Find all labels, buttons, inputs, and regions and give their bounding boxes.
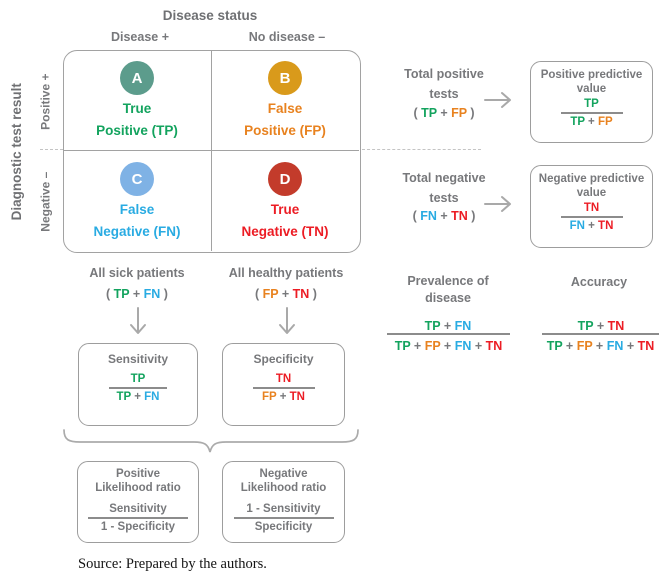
prevalence-label: Prevalence of disease	[407, 274, 489, 305]
cell-d-line1: True	[270, 202, 300, 217]
diagnostic-test-result-axis-title: Diagnostic test result	[9, 83, 25, 221]
matrix-cell-true-positive: A True Positive (TP)	[63, 61, 211, 137]
cell-b-line2: Positive (FP)	[244, 122, 326, 138]
ppv-title-line1: Positive predictive	[540, 69, 643, 81]
right-arrow-icon	[484, 92, 511, 108]
plr-fraction-bar	[88, 517, 188, 519]
ppv-numerator: TP	[584, 98, 599, 110]
npv-numerator: TN	[583, 202, 600, 214]
cell-c-line2: Negative (FN)	[93, 223, 181, 239]
total-positive-formula: ( TP + FP )	[413, 106, 475, 120]
row-header-positive: Positive +	[38, 73, 53, 130]
total-negative-formula: ( FN + TN )	[412, 209, 476, 223]
specificity-numerator: TN	[275, 373, 292, 385]
cell-d-line2: Negative (TN)	[241, 223, 329, 239]
npv-title-line1: Negative predictive	[538, 173, 645, 185]
ppv-fraction-bar	[560, 112, 623, 114]
npv-box: Negative predictive value TN FN + TN	[530, 165, 653, 248]
down-arrow-icon	[279, 307, 295, 334]
column-header-disease: Disease +	[110, 30, 170, 44]
sensitivity-box: Sensitivity TP TP + FN	[78, 343, 198, 426]
dashed-line-left	[40, 149, 63, 150]
npv-fraction-bar	[560, 216, 623, 218]
source-note: Source: Prepared by the authors.	[78, 556, 267, 572]
plr-title-line1: Positive	[115, 468, 161, 480]
cell-a-circle: A	[120, 61, 154, 95]
down-arrow-icon	[130, 307, 146, 334]
cell-a-line1: True	[122, 101, 152, 116]
sensitivity-numerator: TP	[130, 373, 146, 385]
column-header-no-disease: No disease –	[248, 30, 326, 44]
dashed-line-right	[362, 149, 481, 150]
nlr-fraction-bar	[233, 517, 334, 519]
disease-status-title: Disease status	[162, 8, 258, 23]
plr-numerator: Sensitivity	[109, 503, 167, 515]
specificity-fraction-bar	[252, 387, 315, 389]
specificity-denominator: FP + TN	[262, 391, 305, 403]
matrix-horizontal-divider	[63, 150, 359, 152]
matrix-cell-false-negative: C False Negative (FN)	[63, 162, 211, 238]
ppv-title-line2: value	[576, 83, 607, 95]
right-arrow-icon	[484, 196, 511, 212]
npv-denominator: FN + TN	[569, 220, 614, 232]
curly-brace-icon	[63, 429, 359, 453]
total-positive-tests-label: Total positive tests	[404, 67, 484, 101]
nlr-title-line2: Likelihood ratio	[240, 482, 327, 494]
all-healthy-formula: ( FP + TN )	[255, 287, 317, 301]
cell-d-circle: D	[268, 162, 302, 196]
sensitivity-denominator: TP + FN	[116, 391, 160, 403]
matrix-cell-false-positive: B False Positive (FP)	[211, 61, 359, 137]
sensitivity-fraction-bar	[109, 387, 167, 389]
row-header-negative: Negative –	[38, 171, 53, 232]
all-sick-patients-label: All sick patients	[89, 266, 185, 280]
cell-b-line1: False	[267, 101, 303, 116]
accuracy-label: Accuracy	[570, 275, 628, 289]
prevalence-denominator: TP + FP + FN + TN	[394, 339, 503, 353]
accuracy-numerator: TP + TN	[577, 319, 625, 333]
nlr-numerator: 1 - Sensitivity	[246, 503, 321, 515]
all-healthy-patients-label: All healthy patients	[228, 266, 344, 280]
accuracy-fraction-bar	[542, 333, 659, 335]
specificity-box: Specificity TN FP + TN	[222, 343, 345, 426]
cell-b-circle: B	[268, 61, 302, 95]
cell-c-line1: False	[119, 202, 155, 217]
total-negative-tests-label: Total negative tests	[402, 171, 486, 205]
cell-a-line2: Positive (TP)	[96, 122, 178, 138]
plr-title-line2: Likelihood ratio	[95, 482, 181, 494]
sensitivity-title: Sensitivity	[107, 352, 169, 366]
ppv-box: Positive predictive value TP TP + FP	[530, 61, 653, 143]
negative-likelihood-ratio-box: Negative Likelihood ratio 1 - Sensitivit…	[222, 461, 345, 543]
prevalence-fraction-bar	[387, 333, 510, 335]
cell-c-circle: C	[120, 162, 154, 196]
plr-denominator: 1 - Specificity	[100, 521, 176, 533]
all-sick-formula: ( TP + FN )	[106, 287, 168, 301]
accuracy-denominator: TP + FP + FN + TN	[546, 339, 655, 353]
nlr-denominator: Specificity	[254, 521, 313, 533]
positive-likelihood-ratio-box: Positive Likelihood ratio Sensitivity 1 …	[77, 461, 199, 543]
ppv-denominator: TP + FP	[570, 116, 613, 128]
npv-title-line2: value	[576, 187, 607, 199]
matrix-cell-true-negative: D True Negative (TN)	[211, 162, 359, 238]
nlr-title-line1: Negative	[259, 468, 308, 480]
specificity-title: Specificity	[253, 352, 314, 366]
prevalence-numerator: TP + FN	[424, 319, 472, 333]
